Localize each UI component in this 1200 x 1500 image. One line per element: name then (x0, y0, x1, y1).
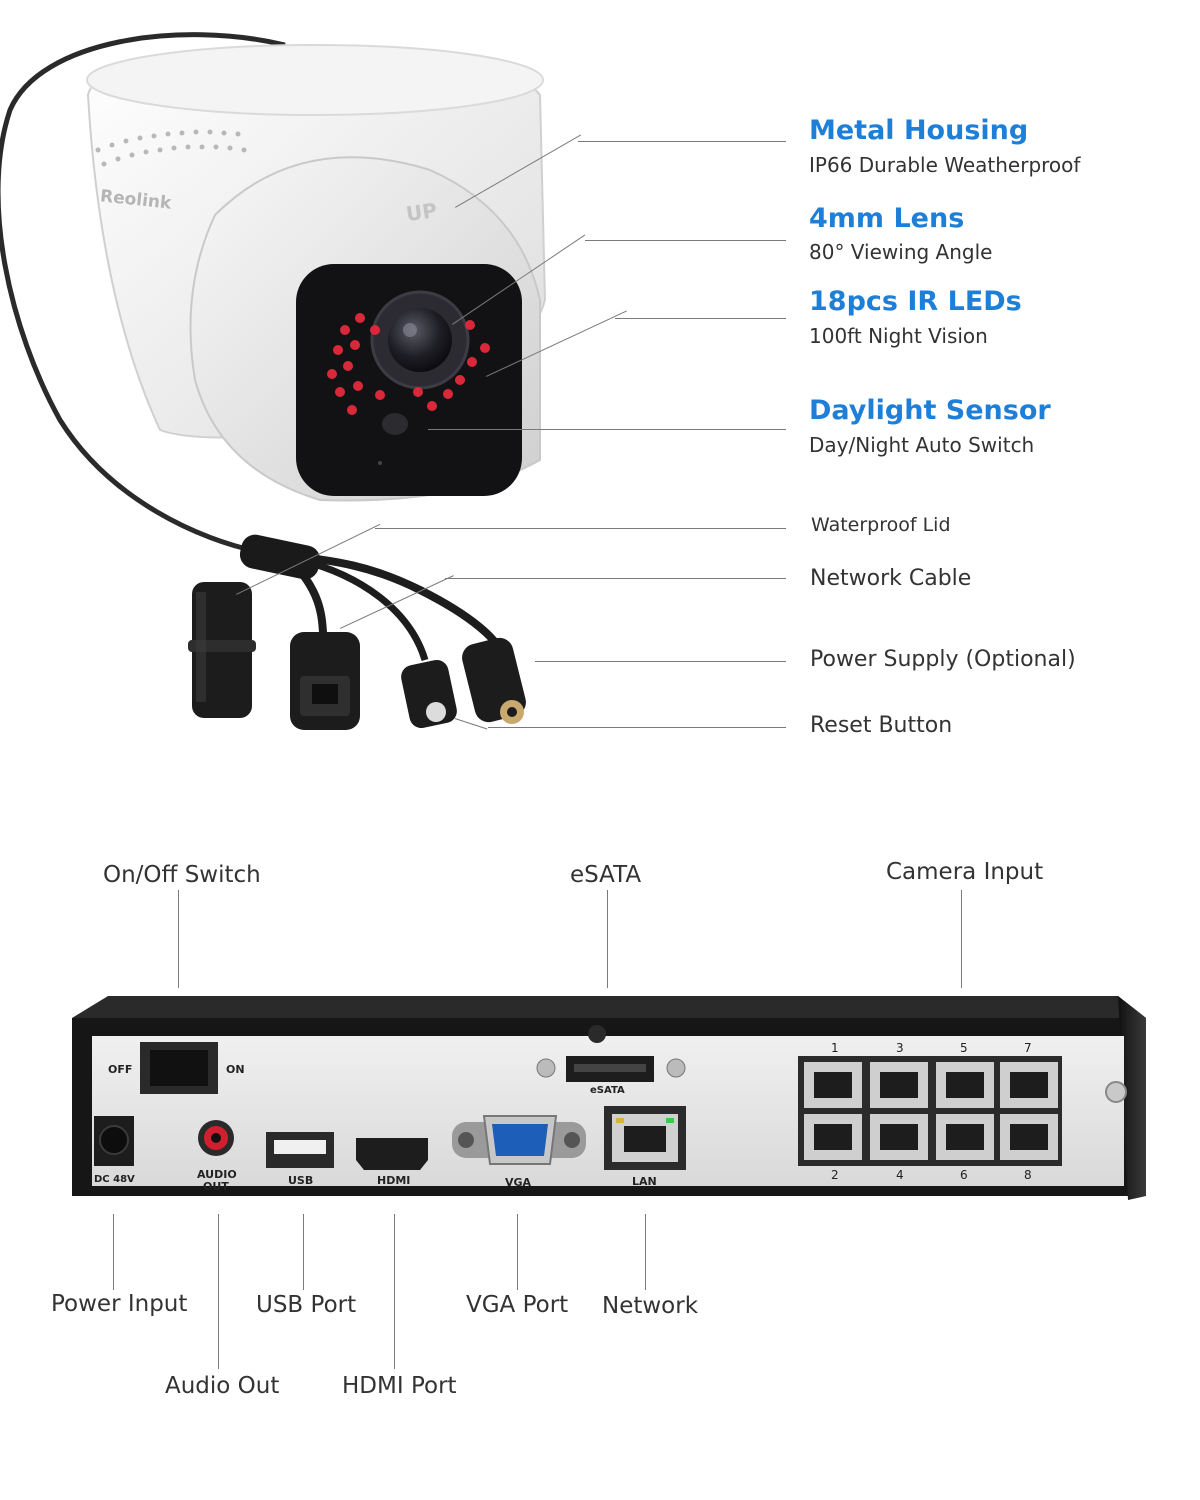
panel-label-audio-out: OUT (203, 1180, 229, 1193)
feature-subtitle: IP66 Durable Weatherproof (809, 153, 1081, 177)
esata-port (536, 1025, 686, 1082)
leader-line (445, 578, 786, 579)
ground-screw-icon (1105, 1081, 1127, 1103)
feature-subtitle: 80° Viewing Angle (809, 240, 993, 264)
feature-subtitle: Day/Night Auto Switch (809, 433, 1035, 457)
daylight-sensor-icon (382, 413, 408, 435)
lan-port (604, 1106, 686, 1170)
nvr-callout: eSATA (570, 862, 642, 888)
nvr-recorder (72, 996, 1146, 1200)
leader-line (607, 890, 608, 988)
camera-cable (0, 32, 286, 555)
nvr-callout: Power Input (51, 1291, 188, 1317)
leader-line (535, 661, 786, 662)
port-number: 7 (1024, 1041, 1032, 1055)
power-connector-icon (401, 637, 526, 729)
feature-title: 4mm Lens (809, 203, 965, 234)
panel-label-hdmi: HDMI (377, 1174, 411, 1187)
hdmi-port (356, 1138, 428, 1170)
leader-line (113, 1214, 114, 1290)
nvr-callout: Network (602, 1293, 699, 1319)
leader-line (645, 1214, 646, 1290)
panel-label-dc: DC 48V (94, 1174, 135, 1185)
panel-label-on: ON (226, 1063, 245, 1076)
leader-line (394, 1214, 395, 1369)
port-number: 6 (960, 1168, 968, 1182)
leader-line (517, 1214, 518, 1290)
feature-title: 18pcs IR LEDs (809, 286, 1022, 317)
nvr-callout: VGA Port (466, 1292, 569, 1318)
panel-label-vga: VGA (505, 1176, 532, 1189)
leader-line (303, 1214, 304, 1290)
feature-title: Metal Housing (809, 115, 1029, 146)
leader-line (961, 890, 962, 988)
nvr-callout: On/Off Switch (103, 862, 261, 888)
leader-line (218, 1214, 219, 1369)
camera-dome (86, 43, 547, 502)
waterproof-lid-icon (188, 582, 256, 718)
port-number: 5 (960, 1041, 968, 1055)
panel-label-audio: AUDIO (197, 1168, 237, 1181)
cable-part-label: Power Supply (Optional) (810, 647, 1076, 672)
nvr-callout: USB Port (256, 1292, 357, 1318)
cable-part-label: Reset Button (810, 713, 953, 738)
port-number: 1 (831, 1041, 839, 1055)
feature-title: Daylight Sensor (809, 395, 1051, 426)
leader-line (585, 240, 786, 241)
vga-port (452, 1115, 586, 1165)
leader-line (488, 727, 786, 728)
camera-input-ports (798, 1056, 1062, 1166)
port-number: 8 (1024, 1168, 1032, 1182)
leader-line (615, 318, 786, 319)
leader-line (375, 528, 786, 529)
ir-led-icon (327, 313, 490, 415)
up-mark: UP (404, 197, 439, 227)
leader-line (178, 890, 179, 988)
cable-part-label: Network Cable (810, 566, 972, 591)
nvr-callout: HDMI Port (342, 1373, 457, 1399)
panel-label-off: OFF (108, 1063, 133, 1076)
port-number: 4 (896, 1168, 904, 1182)
port-number: 3 (896, 1041, 904, 1055)
nvr-callout: Camera Input (886, 859, 1044, 885)
leader-line (578, 141, 786, 142)
nvr-callout: Audio Out (165, 1373, 280, 1399)
panel-label-esata: eSATA (590, 1085, 625, 1096)
port-number: 2 (831, 1168, 839, 1182)
panel-label-lan: LAN (632, 1175, 657, 1188)
leader-line (428, 429, 786, 430)
cable-part-label: Waterproof Lid (811, 514, 951, 536)
panel-label-usb: USB (288, 1174, 314, 1187)
network-connector-icon (290, 632, 360, 730)
feature-subtitle: 100ft Night Vision (809, 324, 988, 348)
cable-breakout (188, 534, 526, 730)
